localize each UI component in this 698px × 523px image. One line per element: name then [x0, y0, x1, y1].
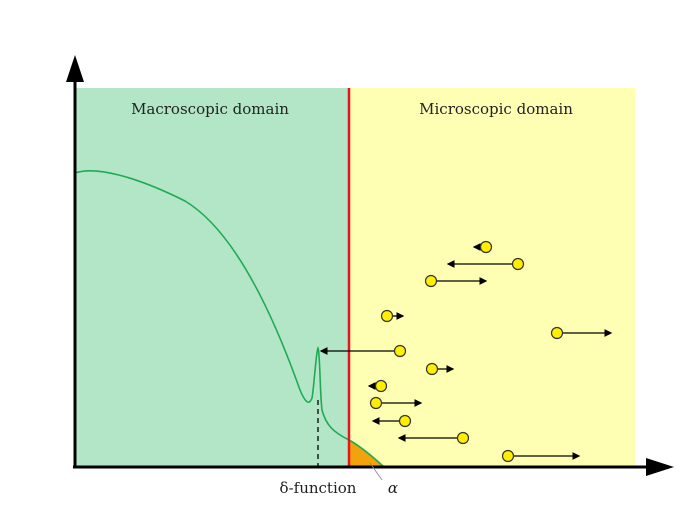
particle-dot	[456, 431, 470, 445]
y-axis-arrowhead	[66, 55, 84, 82]
microscopic-domain-region	[349, 88, 635, 467]
particle	[472, 240, 493, 254]
particle	[550, 326, 613, 340]
particles-group	[319, 240, 613, 463]
particle-dot	[374, 379, 388, 393]
particle	[397, 431, 470, 445]
particle-dot	[511, 257, 525, 271]
particle-dot	[425, 362, 439, 376]
particle	[380, 309, 405, 323]
alpha-pointer	[369, 462, 383, 481]
particle	[501, 449, 581, 463]
particle-dot	[479, 240, 493, 254]
particle	[371, 414, 412, 428]
delta-function-label: δ-function	[280, 479, 357, 497]
particle-dot	[393, 344, 407, 358]
particle-dot	[380, 309, 394, 323]
particle	[446, 257, 525, 271]
particle-dot	[424, 274, 438, 288]
particle	[369, 396, 423, 410]
particle	[367, 379, 388, 393]
macroscopic-domain-label: Macroscopic domain	[131, 100, 289, 118]
density-curve	[74, 170, 385, 468]
particle-dot	[398, 414, 412, 428]
particle	[425, 362, 455, 376]
particle	[424, 274, 488, 288]
x-axis-arrowhead	[646, 458, 674, 476]
particle-dot	[369, 396, 383, 410]
particle-dot	[550, 326, 564, 340]
alpha-label: α	[388, 479, 398, 497]
particle	[319, 344, 407, 358]
microscopic-domain-label: Microscopic domain	[419, 100, 573, 118]
particle-dot	[501, 449, 515, 463]
macroscopic-domain-region	[75, 88, 349, 467]
